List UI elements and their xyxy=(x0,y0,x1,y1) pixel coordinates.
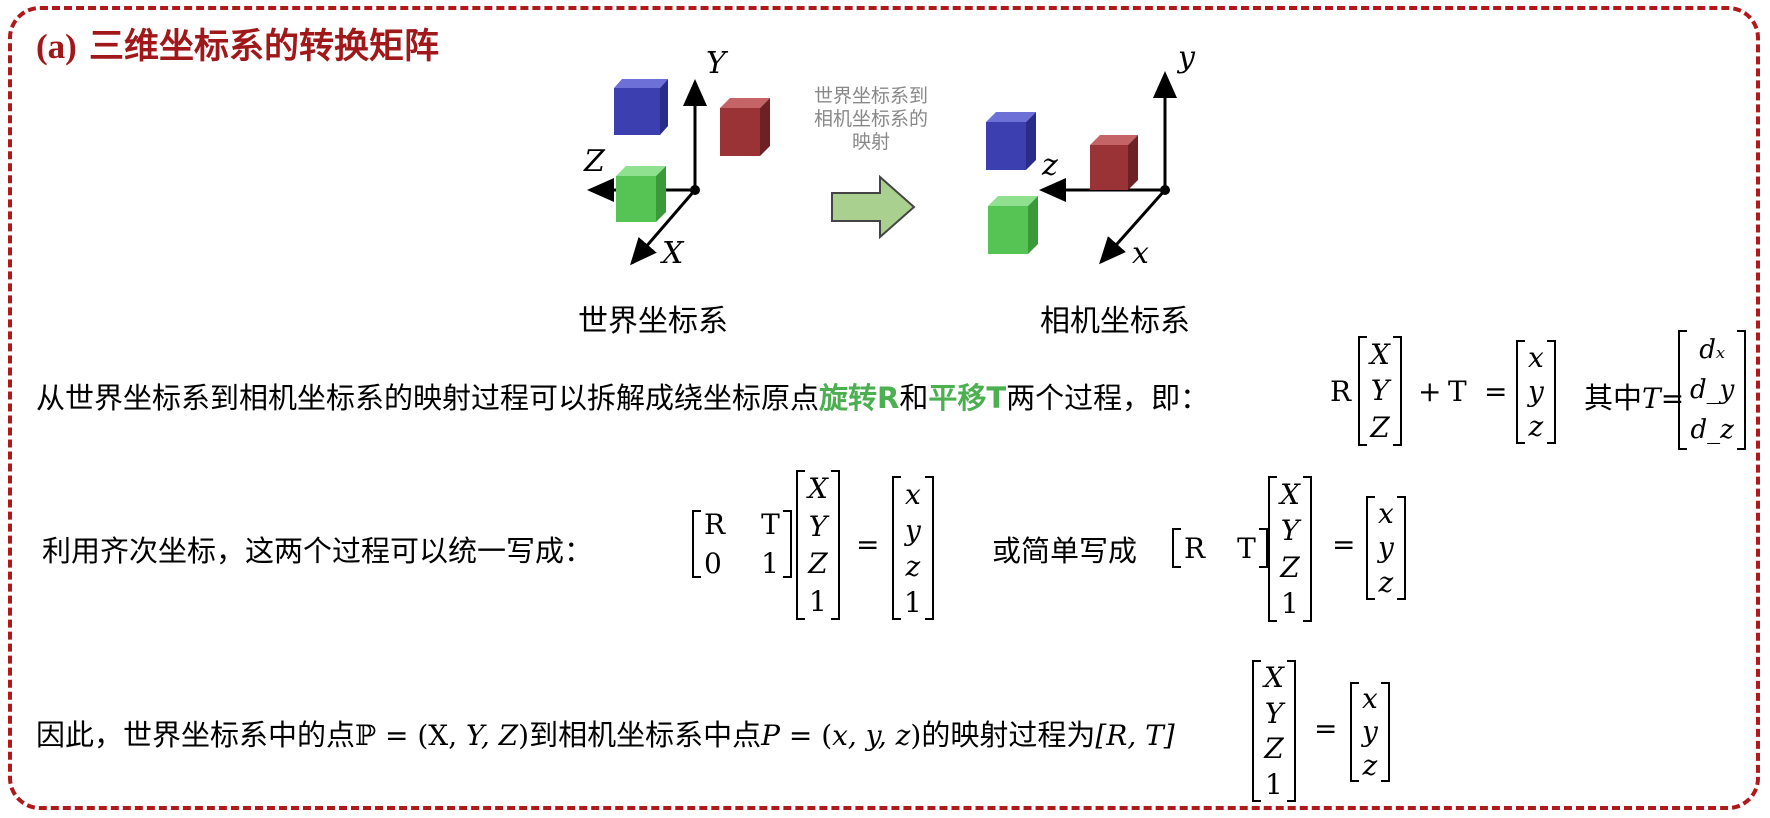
camera-z-label: z xyxy=(1042,148,1058,183)
line1-T: T xyxy=(1448,375,1467,408)
line1-where: 其中T= xyxy=(1584,381,1685,415)
line2-or: 或简单写成 xyxy=(992,534,1138,568)
translate-term: 平移T xyxy=(928,381,1007,415)
title-label: (a) xyxy=(36,27,77,66)
world-z-label: Z xyxy=(584,144,605,179)
title-text: 三维坐标系的转换矩阵 xyxy=(89,27,440,67)
camera-x-label: x xyxy=(1132,236,1149,271)
camera-blue-cube xyxy=(986,112,1036,170)
line1-eq: = xyxy=(1484,375,1508,408)
world-caption: 世界坐标系 xyxy=(578,304,728,339)
line1-R: R xyxy=(1330,375,1352,408)
section-title: (a) 三维坐标系的转换矩阵 xyxy=(36,18,439,69)
world-red-cube xyxy=(720,98,770,156)
line1-plus: + xyxy=(1418,375,1442,408)
mapping-arrow xyxy=(831,174,916,240)
line3-text: 因此，世界坐标系中的点ℙ = (X, Y, Z)到相机坐标系中点P = (x, … xyxy=(36,718,1175,752)
rotate-term: 旋转R xyxy=(819,381,900,415)
line1-text: 从世界坐标系到相机坐标系的映射过程可以拆解成绕坐标原点旋转R和平移T两个过程，即… xyxy=(36,381,1210,415)
camera-caption: 相机坐标系 xyxy=(1040,304,1190,339)
mapping-note: 世界坐标系到 相机坐标系的 映射 xyxy=(813,85,928,153)
line2-eq: = xyxy=(856,528,880,561)
camera-red-cube xyxy=(1090,135,1138,190)
world-blue-cube xyxy=(614,79,668,135)
world-green-cube xyxy=(616,166,666,222)
line3-eq: = xyxy=(1314,712,1338,745)
dashed-frame xyxy=(8,6,1760,810)
world-x-label: X xyxy=(662,236,684,271)
camera-y-label: y xyxy=(1178,40,1195,75)
line2-text: 利用齐次坐标，这两个过程可以统一写成： xyxy=(42,534,594,568)
world-y-label: Y xyxy=(706,46,726,81)
camera-green-cube xyxy=(988,196,1038,254)
line2-eq2: = xyxy=(1332,528,1356,561)
